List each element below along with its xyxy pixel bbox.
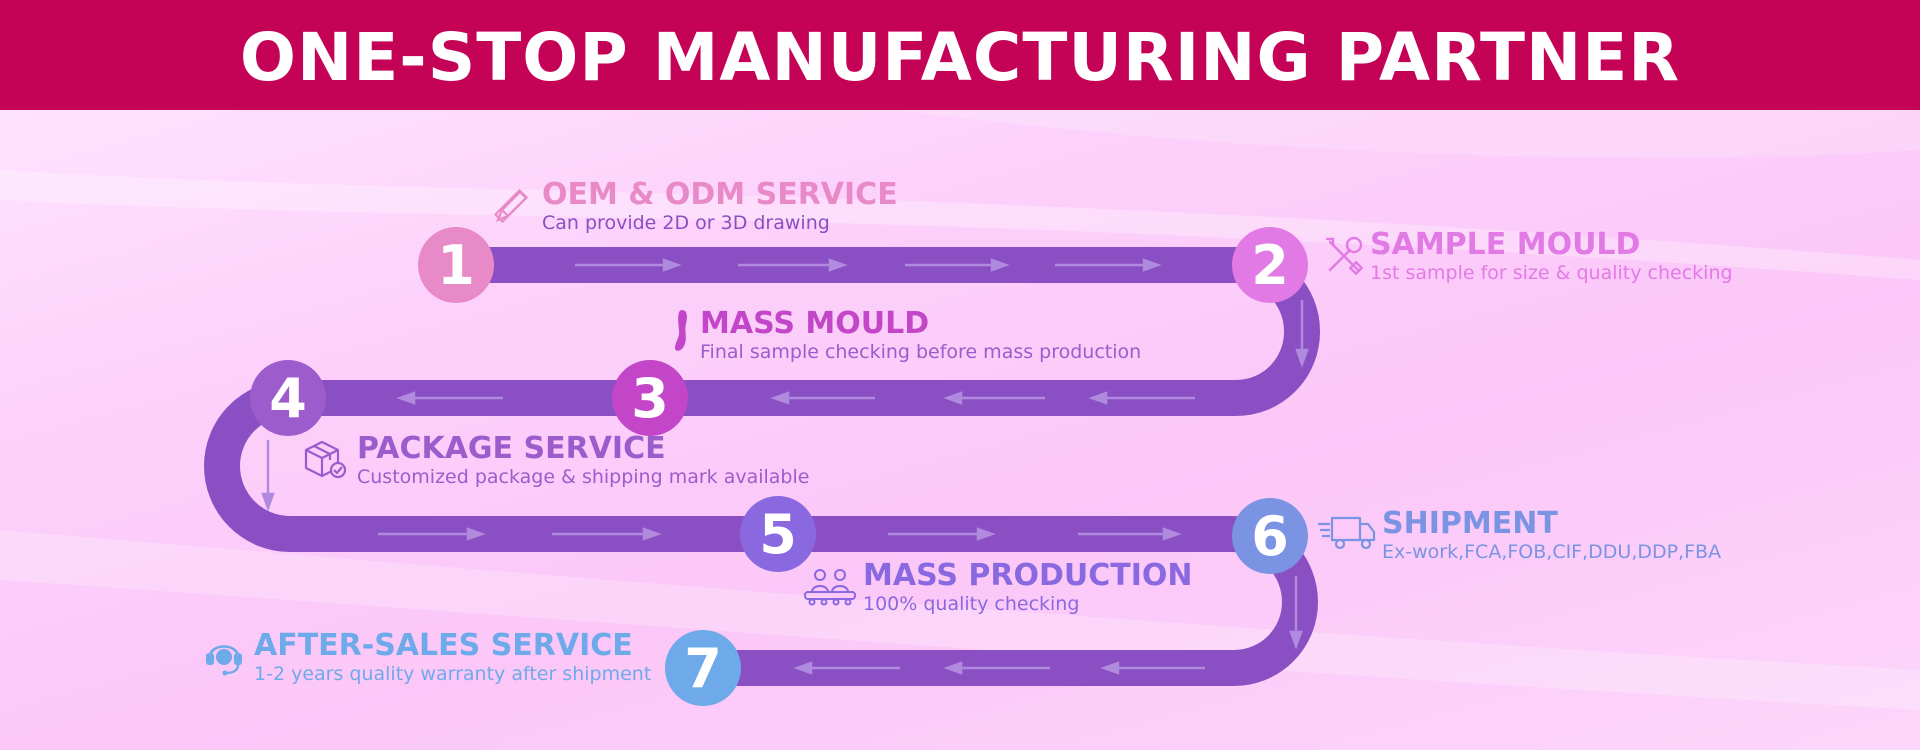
step-6-text: SHIPMENT Ex-work,FCA,FOB,CIF,DDU,DDP,FBA [1382, 506, 1722, 564]
step-7-text: AFTER-SALES SERVICE 1-2 years quality wa… [254, 628, 652, 686]
step-6-circle: 6 [1232, 498, 1308, 574]
background-streaks [0, 110, 1920, 710]
package-box-icon [304, 440, 347, 479]
step-7-title: AFTER-SALES SERVICE [254, 628, 633, 663]
step-5-text: MASS PRODUCTION 100% quality checking [863, 558, 1193, 616]
step-2-title: SAMPLE MOULD [1370, 227, 1641, 262]
step-4-title: PACKAGE SERVICE [357, 431, 666, 466]
delivery-truck-icon [1318, 516, 1376, 550]
step-3-text: MASS MOULD Final sample checking before … [700, 306, 1142, 364]
step-6-title: SHIPMENT [1382, 506, 1558, 541]
step-1-desc: Can provide 2D or 3D drawing [542, 212, 830, 234]
pencil-ruler-icon [493, 188, 529, 224]
step-3-circle: 3 [612, 360, 688, 436]
step-3-title: MASS MOULD [700, 306, 930, 341]
process-path [204, 247, 1320, 686]
step-1-circle: 1 [418, 227, 494, 303]
step-5-title: MASS PRODUCTION [863, 558, 1193, 593]
step-3-desc: Final sample checking before mass produc… [700, 341, 1142, 363]
step-5-desc: 100% quality checking [863, 593, 1080, 615]
factory-workers-icon [804, 569, 856, 606]
step-4-text: PACKAGE SERVICE Customized package & shi… [357, 431, 810, 489]
step-2-circle: 2 [1232, 227, 1308, 303]
footprint-icon [675, 310, 687, 351]
headset-icon [206, 645, 242, 676]
step-2-desc: 1st sample for size & quality checking [1370, 262, 1733, 284]
header-banner: ONE-STOP MANUFACTURING PARTNER [0, 0, 1920, 110]
step-4-circle: 4 [250, 360, 326, 436]
step-7-circle: 7 [665, 630, 741, 706]
step-6-desc: Ex-work,FCA,FOB,CIF,DDU,DDP,FBA [1382, 541, 1722, 563]
process-diagram: 1 OEM & ODM SERVICE Can provide 2D or 3D… [0, 110, 1920, 750]
flow-arrows [261, 258, 1309, 675]
step-4-desc: Customized package & shipping mark avail… [357, 466, 810, 488]
wrench-screwdriver-icon [1325, 236, 1364, 276]
page-title: ONE-STOP MANUFACTURING PARTNER [239, 18, 1681, 96]
step-1-text: OEM & ODM SERVICE Can provide 2D or 3D d… [542, 177, 898, 235]
step-5-circle: 5 [740, 496, 816, 572]
step-1-title: OEM & ODM SERVICE [542, 177, 898, 212]
step-7-desc: 1-2 years quality warranty after shipmen… [254, 663, 652, 685]
step-2-text: SAMPLE MOULD 1st sample for size & quali… [1370, 227, 1733, 285]
